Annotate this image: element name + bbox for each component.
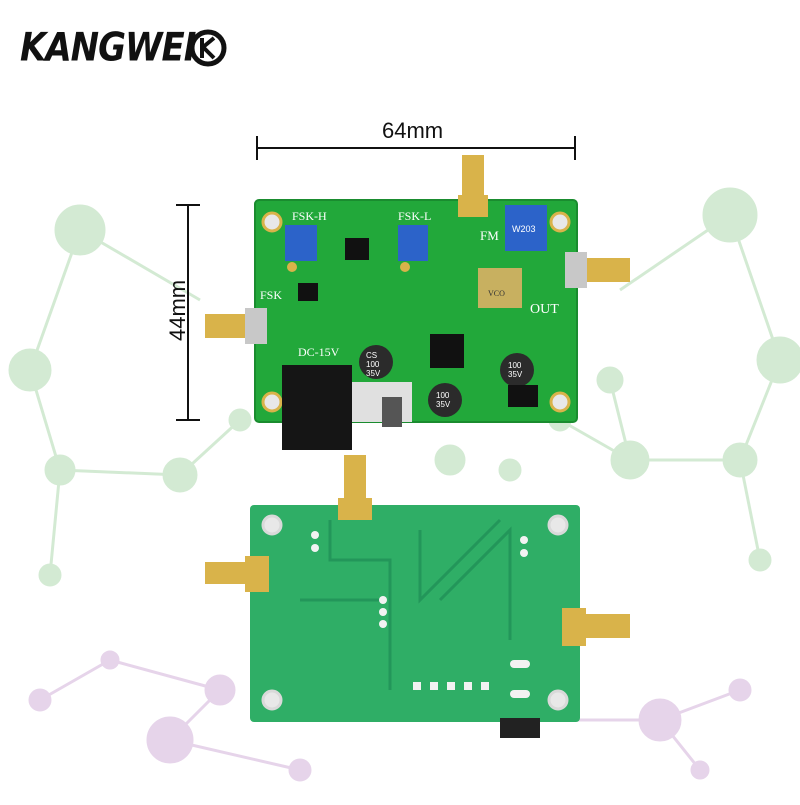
cap3-line2: 35V (508, 370, 523, 379)
cap1-line3: 35V (366, 369, 381, 378)
cap1-line2: 100 (366, 360, 380, 369)
cap1-line1: CS (366, 351, 377, 360)
vco-module (478, 268, 522, 308)
sma-connector-right (565, 252, 630, 288)
sma-connector-left (205, 308, 267, 344)
k-circle-logo-icon (189, 29, 227, 67)
capacitor-2 (428, 383, 462, 417)
label-fm: FM (480, 228, 499, 243)
capacitor-cs100 (359, 345, 393, 379)
sma-connector-top (458, 155, 488, 217)
label-fsk: FSK (260, 288, 282, 302)
height-dimension-line (176, 204, 200, 421)
dc-power-jack (282, 365, 352, 450)
label-fsk-l: FSK-L (398, 209, 431, 223)
width-dimension-label: 64mm (382, 118, 444, 143)
label-fsk-h: FSK-H (292, 209, 327, 223)
pcb-back-board (205, 455, 630, 738)
potentiometer-w203 (505, 205, 547, 251)
brand-name: KANGWEI (20, 25, 196, 71)
width-dimension-line (256, 136, 576, 160)
cap2-line1: 100 (436, 391, 450, 400)
label-vco: VCO (488, 289, 505, 298)
sma-connector-back-top (338, 455, 372, 520)
cap2-line2: 35V (436, 400, 451, 409)
background-network (8, 187, 800, 587)
height-dimension-label: 44mm (165, 279, 190, 341)
sma-connector-back-left (205, 556, 269, 592)
brand-logo: KANGWEI (20, 18, 196, 78)
capacitor-3 (500, 353, 534, 387)
sma-connector-back-right (562, 608, 630, 646)
pcb-top-board: FSK-H FSK-L FSK FM OUT DC-15V VCO W203 C… (205, 155, 630, 450)
label-w203: W203 (512, 224, 536, 234)
label-power: DC-15V (298, 345, 340, 359)
label-out: OUT (530, 302, 559, 317)
background-network-purple (28, 650, 752, 782)
potentiometer-fsk-l (398, 225, 428, 261)
cap3-line1: 100 (508, 361, 522, 370)
potentiometer-fsk-h (285, 225, 317, 261)
